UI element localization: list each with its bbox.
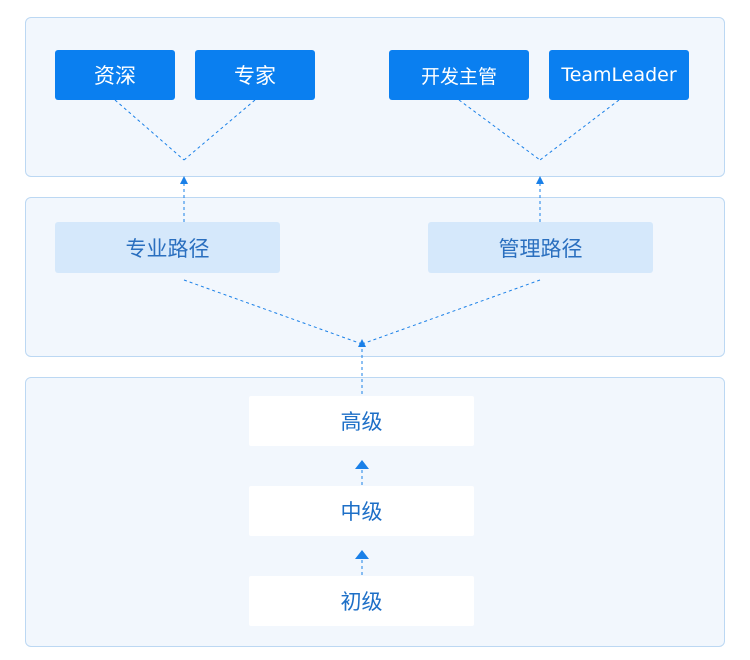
teamleader-button[interactable]: TeamLeader: [549, 50, 689, 100]
senior-expert-button[interactable]: 资深: [55, 50, 175, 100]
level-intermediate: 中级: [249, 486, 474, 536]
connector-line: [183, 99, 256, 161]
dev-manager-button[interactable]: 开发主管: [389, 50, 529, 100]
connector-line: [183, 279, 363, 345]
connector-line: [361, 279, 541, 345]
connector-line: [114, 99, 185, 161]
arrow-up-icon: [358, 339, 366, 347]
arrow-up-icon: [536, 176, 544, 184]
management-path-box: 管理路径: [428, 222, 653, 273]
level-junior: 初级: [249, 576, 474, 626]
expert-button[interactable]: 专家: [195, 50, 315, 100]
connector-line: [458, 99, 541, 161]
arrow-up-icon: [355, 460, 369, 469]
connector-line: [539, 99, 620, 161]
level-senior: 高级: [249, 396, 474, 446]
arrow-up-icon: [180, 176, 188, 184]
arrow-up-icon: [355, 550, 369, 559]
professional-path-box: 专业路径: [55, 222, 280, 273]
